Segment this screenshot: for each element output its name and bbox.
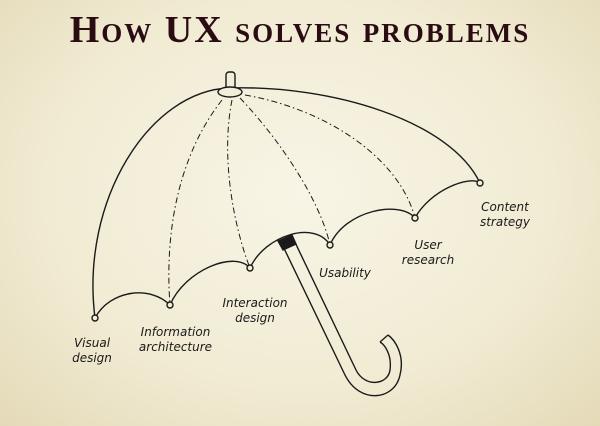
page-title: How UX solves problems bbox=[69, 9, 531, 51]
handle-collar bbox=[277, 234, 297, 251]
label-information-architecture: Information architecture bbox=[138, 325, 213, 354]
umbrella-handle bbox=[279, 235, 402, 397]
rib-2 bbox=[227, 99, 251, 269]
label-interaction-design: Interaction design bbox=[222, 296, 288, 325]
rib-3 bbox=[239, 97, 331, 246]
label-usability: Usability bbox=[319, 266, 371, 280]
label-visual-design: Visual design bbox=[72, 336, 112, 365]
rib-4 bbox=[244, 94, 416, 219]
rib-1 bbox=[168, 99, 223, 306]
label-user-research: User research bbox=[401, 238, 455, 267]
canopy-outline bbox=[92, 87, 481, 319]
label-content-strategy: Content strategy bbox=[479, 200, 531, 229]
